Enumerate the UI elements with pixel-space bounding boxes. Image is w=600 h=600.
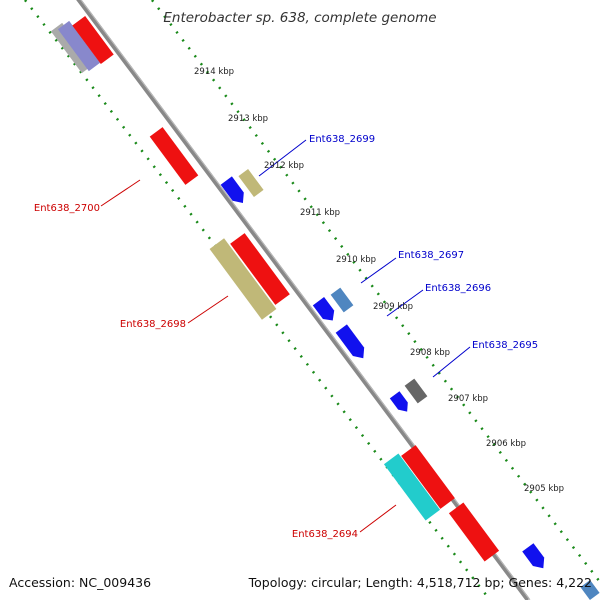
leader-ent638-2694 [359, 504, 397, 533]
kbp-label: 2911 kbp [300, 208, 340, 218]
gene-label-ent638-2698[interactable]: Ent638_2698 [120, 319, 186, 330]
kbp-label: 2905 kbp [524, 484, 564, 494]
gene-ent638-2693 [448, 502, 500, 562]
kbp-label: 2908 kbp [410, 348, 450, 358]
kbp-label: 2909 kbp [373, 302, 413, 312]
gene-label-ent638-2699[interactable]: Ent638_2699 [309, 134, 375, 145]
gene-ent638-2699-arrow [220, 176, 244, 204]
leader-ent638-2695 [432, 346, 471, 378]
gene-ent638-2694 [401, 445, 455, 509]
gene-ent638-2699 [238, 168, 264, 198]
gene-labels: Ent638_2699 Ent638_2697 Ent638_2696 Ent6… [34, 134, 538, 540]
leader-ent638-2700 [100, 179, 141, 207]
gene-label-ent638-2696[interactable]: Ent638_2696 [425, 283, 491, 294]
gene-ent638-2697 [330, 287, 354, 313]
gene-ent638-2695 [404, 378, 428, 404]
gene-label-ent638-2695[interactable]: Ent638_2695 [472, 340, 538, 351]
gene-ent638-2701 [57, 20, 101, 72]
near-backbone-genes [72, 15, 500, 562]
gene-label-ent638-2694[interactable]: Ent638_2694 [292, 529, 358, 540]
gene-ent638-2695-arrow [389, 391, 408, 412]
gene-ent638-2694-cyan [383, 453, 441, 521]
gene-ent638-2692 [522, 543, 545, 569]
accession-text: Accession: NC_009436 [9, 575, 151, 590]
kbp-label: 2912 kbp [264, 161, 304, 171]
leader-ent638-2699 [258, 139, 307, 177]
gene-ent638-2702 [72, 15, 114, 65]
forward-genes [220, 168, 600, 600]
leader-lines [100, 139, 471, 533]
gene-ent638-2700 [149, 127, 199, 185]
kbp-label: 2906 kbp [486, 439, 526, 449]
gene-ent638-2696-arrow [312, 296, 335, 321]
kbp-label: 2913 kbp [228, 114, 268, 124]
kbp-label: 2910 kbp [336, 255, 376, 265]
gene-ent638-2698 [230, 233, 290, 305]
gene-ent638-2691 [580, 580, 600, 600]
gene-label-ent638-2700[interactable]: Ent638_2700 [34, 203, 100, 214]
kbp-label: 2907 kbp [448, 394, 488, 404]
leader-ent638-2697 [360, 257, 397, 284]
gene-ent638-2698-khaki [209, 238, 277, 320]
leader-ent638-2698 [187, 295, 229, 324]
map-title: Enterobacter sp. 638, complete genome [163, 10, 436, 26]
leader-ent638-2696 [386, 289, 424, 317]
gene-ent638-2696 [335, 324, 365, 359]
kbp-label: 2914 kbp [194, 67, 234, 77]
reverse-genes [50, 20, 441, 521]
gene-label-ent638-2697[interactable]: Ent638_2697 [398, 250, 464, 261]
topology-text: Topology: circular; Length: 4,518,712 bp… [248, 575, 592, 590]
kbp-labels: 2914 kbp 2913 kbp 2912 kbp 2911 kbp 2910… [194, 67, 564, 494]
outer-tick-line [151, 0, 600, 583]
